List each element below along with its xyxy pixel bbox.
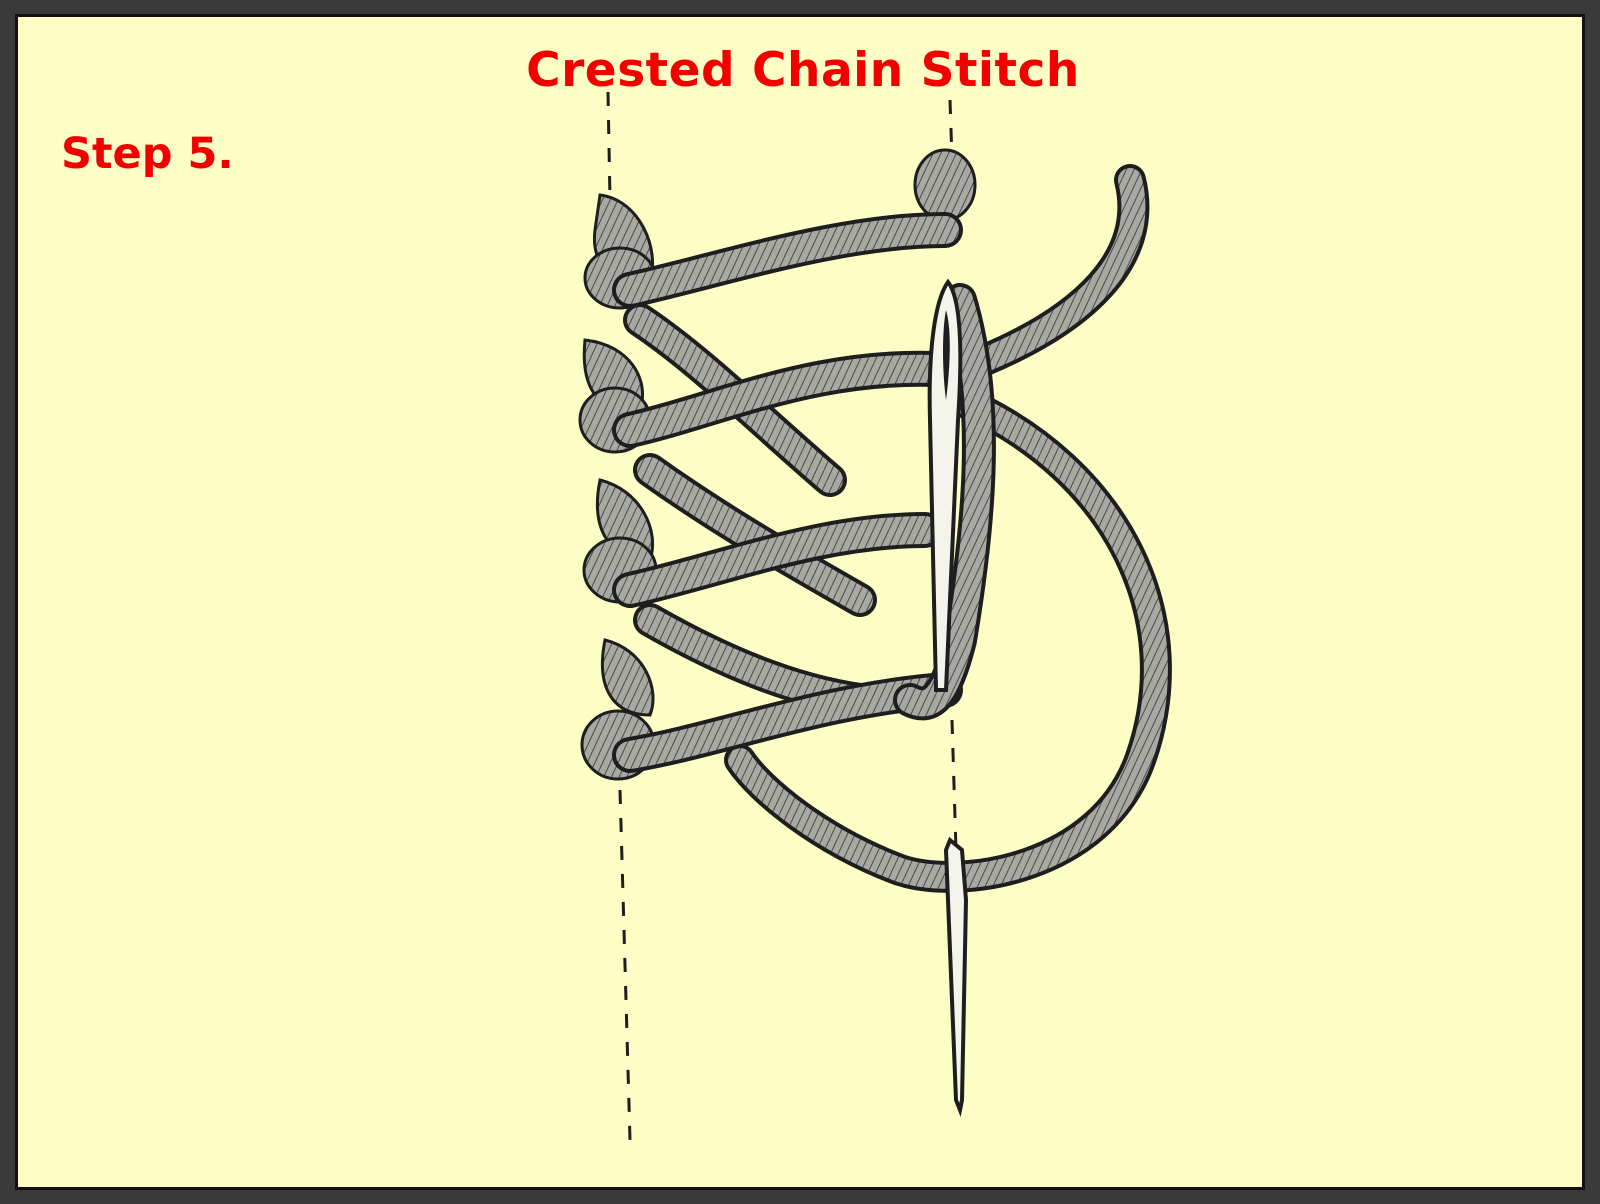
diagram-title: Crested Chain Stitch: [526, 43, 1080, 98]
step-label: Step 5.: [61, 129, 234, 179]
thread-loops-icon: [578, 148, 1172, 893]
diagram-panel: Crested Chain Stitch Step 5.: [15, 14, 1585, 1190]
guide-line-icon: [606, 91, 958, 1141]
sewing-needle-icon: [927, 278, 969, 1117]
